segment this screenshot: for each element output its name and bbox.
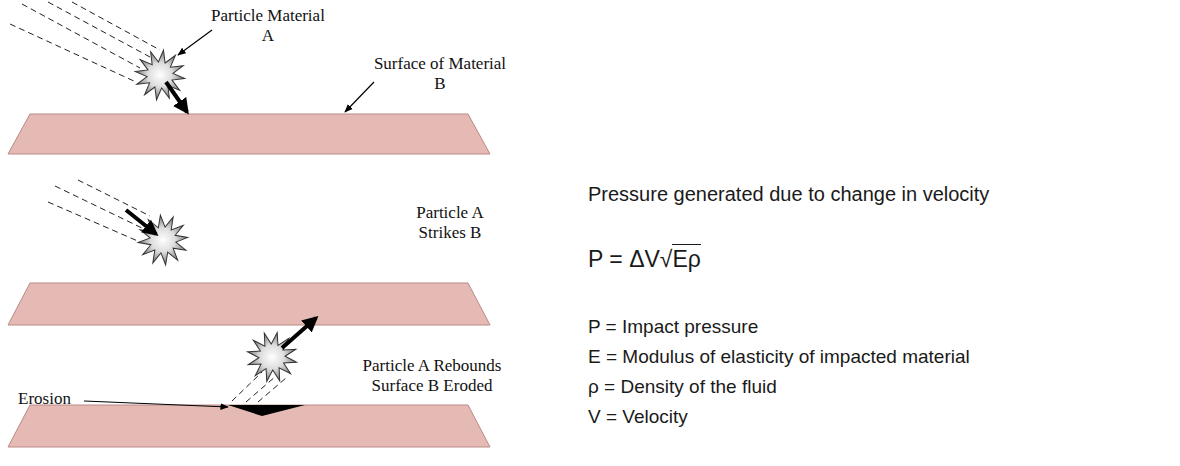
radicand: Eρ [672, 244, 700, 272]
material-slab [8, 283, 490, 325]
erosion-notch [228, 405, 305, 416]
motion-trail [48, 180, 150, 242]
material-slab [8, 405, 490, 447]
part-label: Erosion [18, 389, 71, 409]
material-slab [8, 114, 490, 154]
leader-line [84, 401, 228, 407]
definition-text: ρ = Density of the fluid [588, 376, 777, 399]
heading-text: Pressure generated due to change in velo… [588, 182, 989, 206]
leader-line [345, 82, 374, 112]
motion-arrow [166, 82, 187, 112]
particle [136, 213, 191, 268]
step-label: Particle A Rebounds Surface B Eroded [361, 356, 504, 397]
motion-trail [10, 2, 160, 82]
step-label: Particle A Strikes B [414, 203, 486, 244]
particle [132, 47, 188, 103]
definition-text: E = Modulus of elasticity of impacted ma… [588, 346, 970, 369]
formula-part: P = ΔV√ [588, 246, 672, 272]
definition-text: V = Velocity [588, 406, 688, 429]
motion-arrow [126, 210, 156, 234]
motion-arrow [282, 318, 316, 348]
part-label: Surface of Material B [372, 54, 509, 95]
part-label: Particle Material A [209, 6, 327, 47]
formula-text: P = ΔV√Eρ [588, 246, 701, 274]
definition-text: P = Impact pressure [588, 316, 758, 339]
leader-line [178, 30, 212, 55]
